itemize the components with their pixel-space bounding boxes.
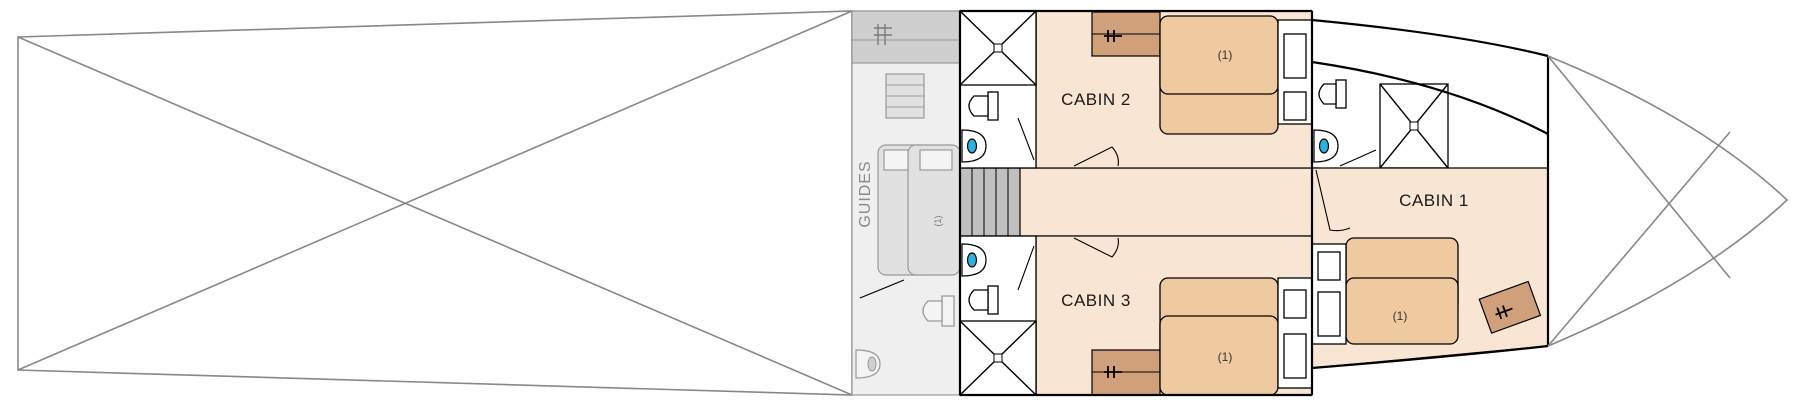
cabin-3-sink-icon — [961, 243, 987, 277]
guides-sink-icon — [855, 349, 881, 379]
guides-top-panel — [851, 10, 961, 64]
cabin-2-bathroom — [959, 10, 1037, 169]
bow-deck — [1547, 55, 1789, 347]
cabin-3: (1) CABIN 3 — [1035, 235, 1313, 396]
cabin-3-bathroom — [959, 235, 1037, 396]
cabin-3-bed-label: (1) — [1218, 350, 1233, 364]
cabin-2-bed-label: (1) — [1218, 48, 1233, 62]
cabin-1: (1) CABIN 1 — [1311, 167, 1549, 369]
cabin-1-bed-label: (1) — [1393, 309, 1408, 323]
aft-deck — [17, 10, 853, 396]
guides-label: GUIDES — [857, 160, 874, 227]
guides-area: (1) GUIDES — [851, 10, 961, 396]
cabin-1-label: CABIN 1 — [1399, 191, 1469, 210]
forward-bathroom — [1313, 79, 1449, 169]
hull-outline — [958, 9, 1550, 397]
cabin-2-sink-icon — [961, 129, 987, 163]
guides-toilet-icon — [922, 295, 955, 327]
stairs — [959, 167, 1021, 237]
cabin-3-toilet-icon — [968, 285, 999, 315]
cabin-1-wardrobe — [1478, 280, 1542, 334]
guides-bed-label: (1) — [933, 215, 943, 226]
guides-pillow-1 — [883, 149, 909, 171]
cabin-2-toilet-icon — [968, 91, 999, 121]
forward-toilet-icon — [1318, 79, 1347, 109]
forward-sink-icon — [1313, 129, 1339, 163]
cabin-3-label: CABIN 3 — [1061, 291, 1131, 310]
guides-pillow-2 — [919, 149, 953, 171]
cabin-2: (1) CABIN 2 — [1035, 10, 1313, 169]
cabin-2-label: CABIN 2 — [1061, 90, 1131, 109]
